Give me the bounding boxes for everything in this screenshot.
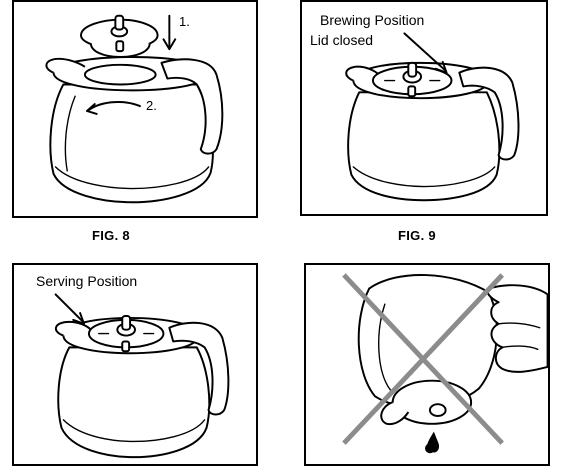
fig9-panel: Brewing Position Lid closed — [300, 0, 548, 216]
fig10-carafe-illustration — [54, 293, 230, 459]
prohibition-cross-line-2 — [342, 273, 504, 445]
fig8-step-2: 2. — [146, 98, 157, 113]
fig9-note-brewing-position: Brewing Position — [320, 12, 425, 28]
fig10-panel: Serving Position — [12, 263, 258, 466]
fig8-step-1: 1. — [179, 14, 190, 29]
fig8-caption: FIG. 8 — [92, 228, 130, 243]
fig10-note-serving-position: Serving Position — [36, 273, 138, 289]
fig9-carafe-illustration — [345, 32, 520, 202]
fig11-panel — [304, 263, 550, 466]
fig9-caption: FIG. 9 — [398, 228, 436, 243]
fig8-panel: 1. 2. — [12, 0, 258, 218]
fig8-carafe-illustration — [45, 14, 224, 204]
fig11-tilted-carafe-illustration — [342, 273, 548, 454]
fig9-note-lid-closed: Lid closed — [310, 32, 374, 48]
